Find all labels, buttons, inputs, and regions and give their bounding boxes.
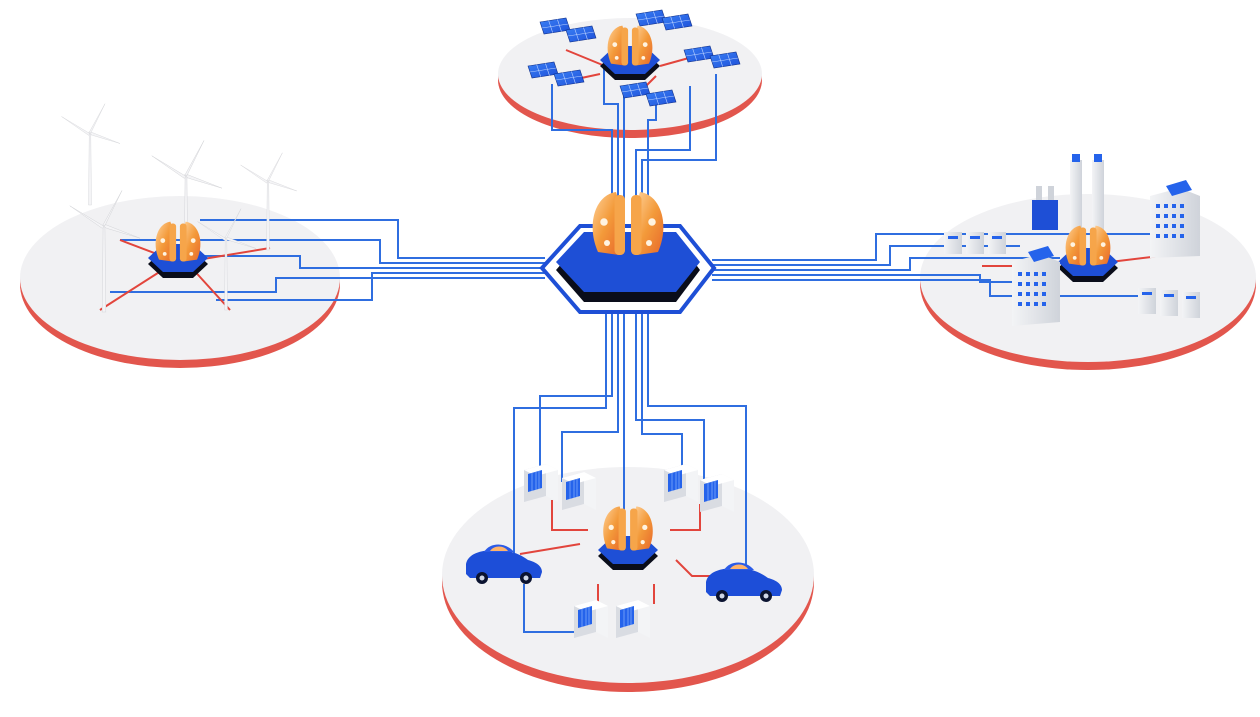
office-building-icon (1012, 246, 1060, 326)
power-plant-icon (1032, 154, 1104, 234)
charging-station-icon (561, 471, 597, 511)
office-building-icon (1150, 180, 1200, 258)
charging-station-icon (699, 473, 735, 513)
charging-station-icon (615, 599, 651, 639)
power-lines-ev (519, 500, 716, 604)
wind-platform (20, 196, 340, 368)
storage-cabinet-icon (1138, 288, 1200, 318)
charging-station-icon (573, 599, 609, 639)
charging-station-icon (663, 463, 699, 503)
link-hub-to-ev (513, 312, 747, 633)
wind-turbine-icon (61, 103, 121, 206)
link-hub-to-wind (110, 219, 545, 301)
ev-platform (442, 467, 814, 692)
charging-station-icon (523, 463, 559, 503)
central-hub (539, 192, 717, 314)
link-hub-to-solar (551, 60, 717, 222)
storage-cabinet-icon (944, 232, 1006, 254)
industrial-microgrid (944, 154, 1200, 326)
